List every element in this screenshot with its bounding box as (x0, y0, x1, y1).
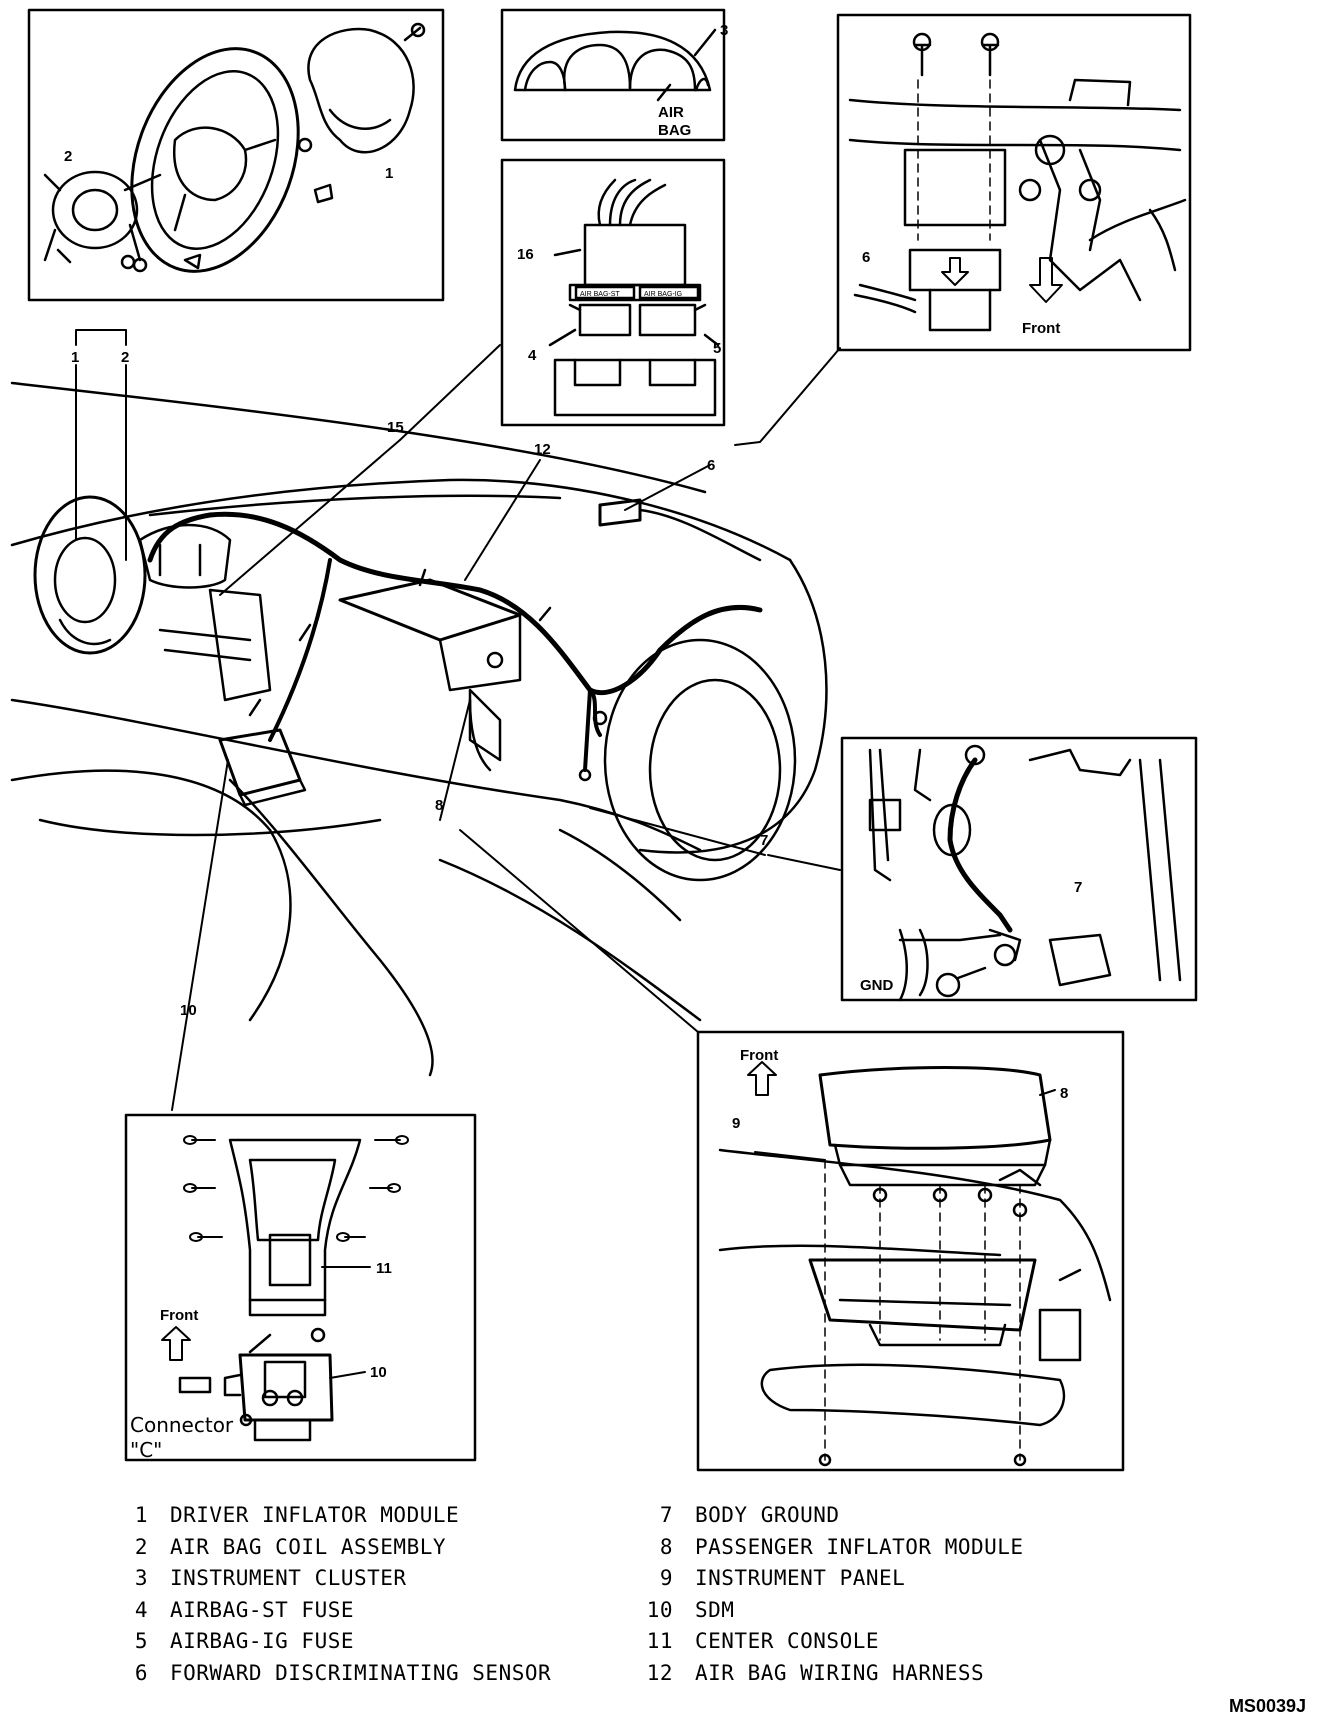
fuse-label-st: AIR BAG-ST (580, 291, 620, 298)
callout-2-main: 2 (121, 349, 129, 366)
callout-9: 9 (732, 1115, 740, 1132)
inset-body-ground (840, 736, 1198, 1002)
front-label-console: Front (160, 1307, 198, 1324)
callout-10: 10 (180, 1002, 197, 1019)
callout-10-inset: 10 (370, 1364, 387, 1381)
callout-5: 5 (713, 340, 721, 357)
main-dashboard-illustration (10, 381, 828, 1077)
connector-label-line2: "C" (130, 1438, 162, 1462)
callout-3: 3 (720, 22, 728, 39)
inset-center-console (124, 1113, 477, 1462)
callout-6: 6 (707, 457, 715, 474)
leader-lines (75, 329, 841, 1111)
inset-forward-sensor (836, 13, 1192, 352)
callout-7-inset: 7 (1074, 879, 1082, 896)
gnd-label: GND (860, 977, 894, 994)
inset-steering-wheel (27, 8, 445, 302)
inset-fuse-block (500, 158, 726, 427)
fuse-label-ig: AIR BAG-IG (644, 291, 682, 298)
inset-passenger-inflator (696, 1030, 1125, 1472)
callout-8: 8 (435, 797, 443, 814)
callout-4: 4 (528, 347, 537, 364)
callout-6-inset: 6 (862, 249, 870, 266)
figure-code: MS0039J (1228, 1696, 1306, 1716)
callout-12: 12 (534, 441, 551, 458)
callout-15: 15 (387, 419, 404, 436)
callout-16: 16 (517, 246, 534, 263)
callout-1-main: 1 (71, 349, 79, 366)
callout-2: 2 (64, 148, 72, 165)
front-label-sensor: Front (1022, 320, 1060, 337)
callout-1: 1 (385, 165, 393, 182)
callout-7: 7 (760, 832, 768, 849)
air-bag-label-line1: AIR (658, 104, 684, 121)
callout-8-inset: 8 (1060, 1085, 1068, 1102)
connector-label-line1: Connector (130, 1413, 234, 1437)
inset-instrument-cluster (500, 8, 726, 142)
air-bag-label-line2: BAG (658, 122, 691, 139)
front-label-passenger: Front (740, 1047, 778, 1064)
callout-11: 11 (376, 1260, 392, 1277)
